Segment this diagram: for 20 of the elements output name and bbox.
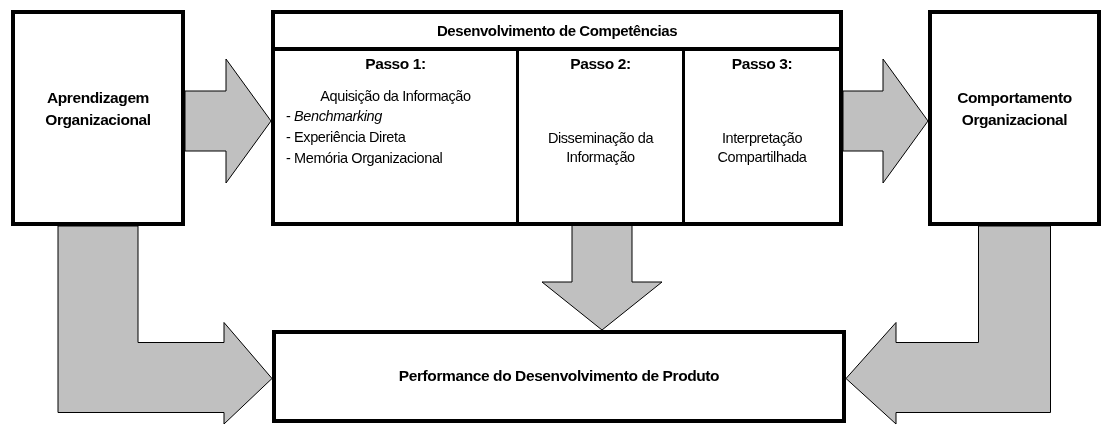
- node-label: Comportamento Organizacional: [956, 87, 1073, 130]
- node-label: Performance do Desenvolvimento de Produto: [398, 366, 720, 387]
- block-arrow: [842, 58, 929, 184]
- bullet-item: - Memória Organizacional: [286, 148, 443, 168]
- step-description: Disseminação da Informação: [546, 129, 655, 167]
- block-arrow: [57, 225, 273, 425]
- block-arrow: [845, 225, 1051, 425]
- bullet-item: - Experiência Direta: [286, 127, 406, 147]
- concept-box: [11, 10, 185, 226]
- concept-box: [272, 330, 846, 423]
- step-title: Passo 1:: [365, 55, 426, 73]
- node-label: Aprendizagem Organizacional: [44, 87, 152, 130]
- step-description: Aquisição da Informação: [320, 87, 471, 106]
- step-title: Passo 2:: [570, 55, 631, 73]
- block-arrow: [184, 58, 272, 184]
- step-description: Interpretação Compartilhada: [716, 129, 808, 167]
- concept-box: [928, 10, 1101, 226]
- group-box: [271, 10, 843, 226]
- bullet-item: - Benchmarking: [286, 106, 382, 126]
- step-title: Passo 3:: [731, 55, 793, 73]
